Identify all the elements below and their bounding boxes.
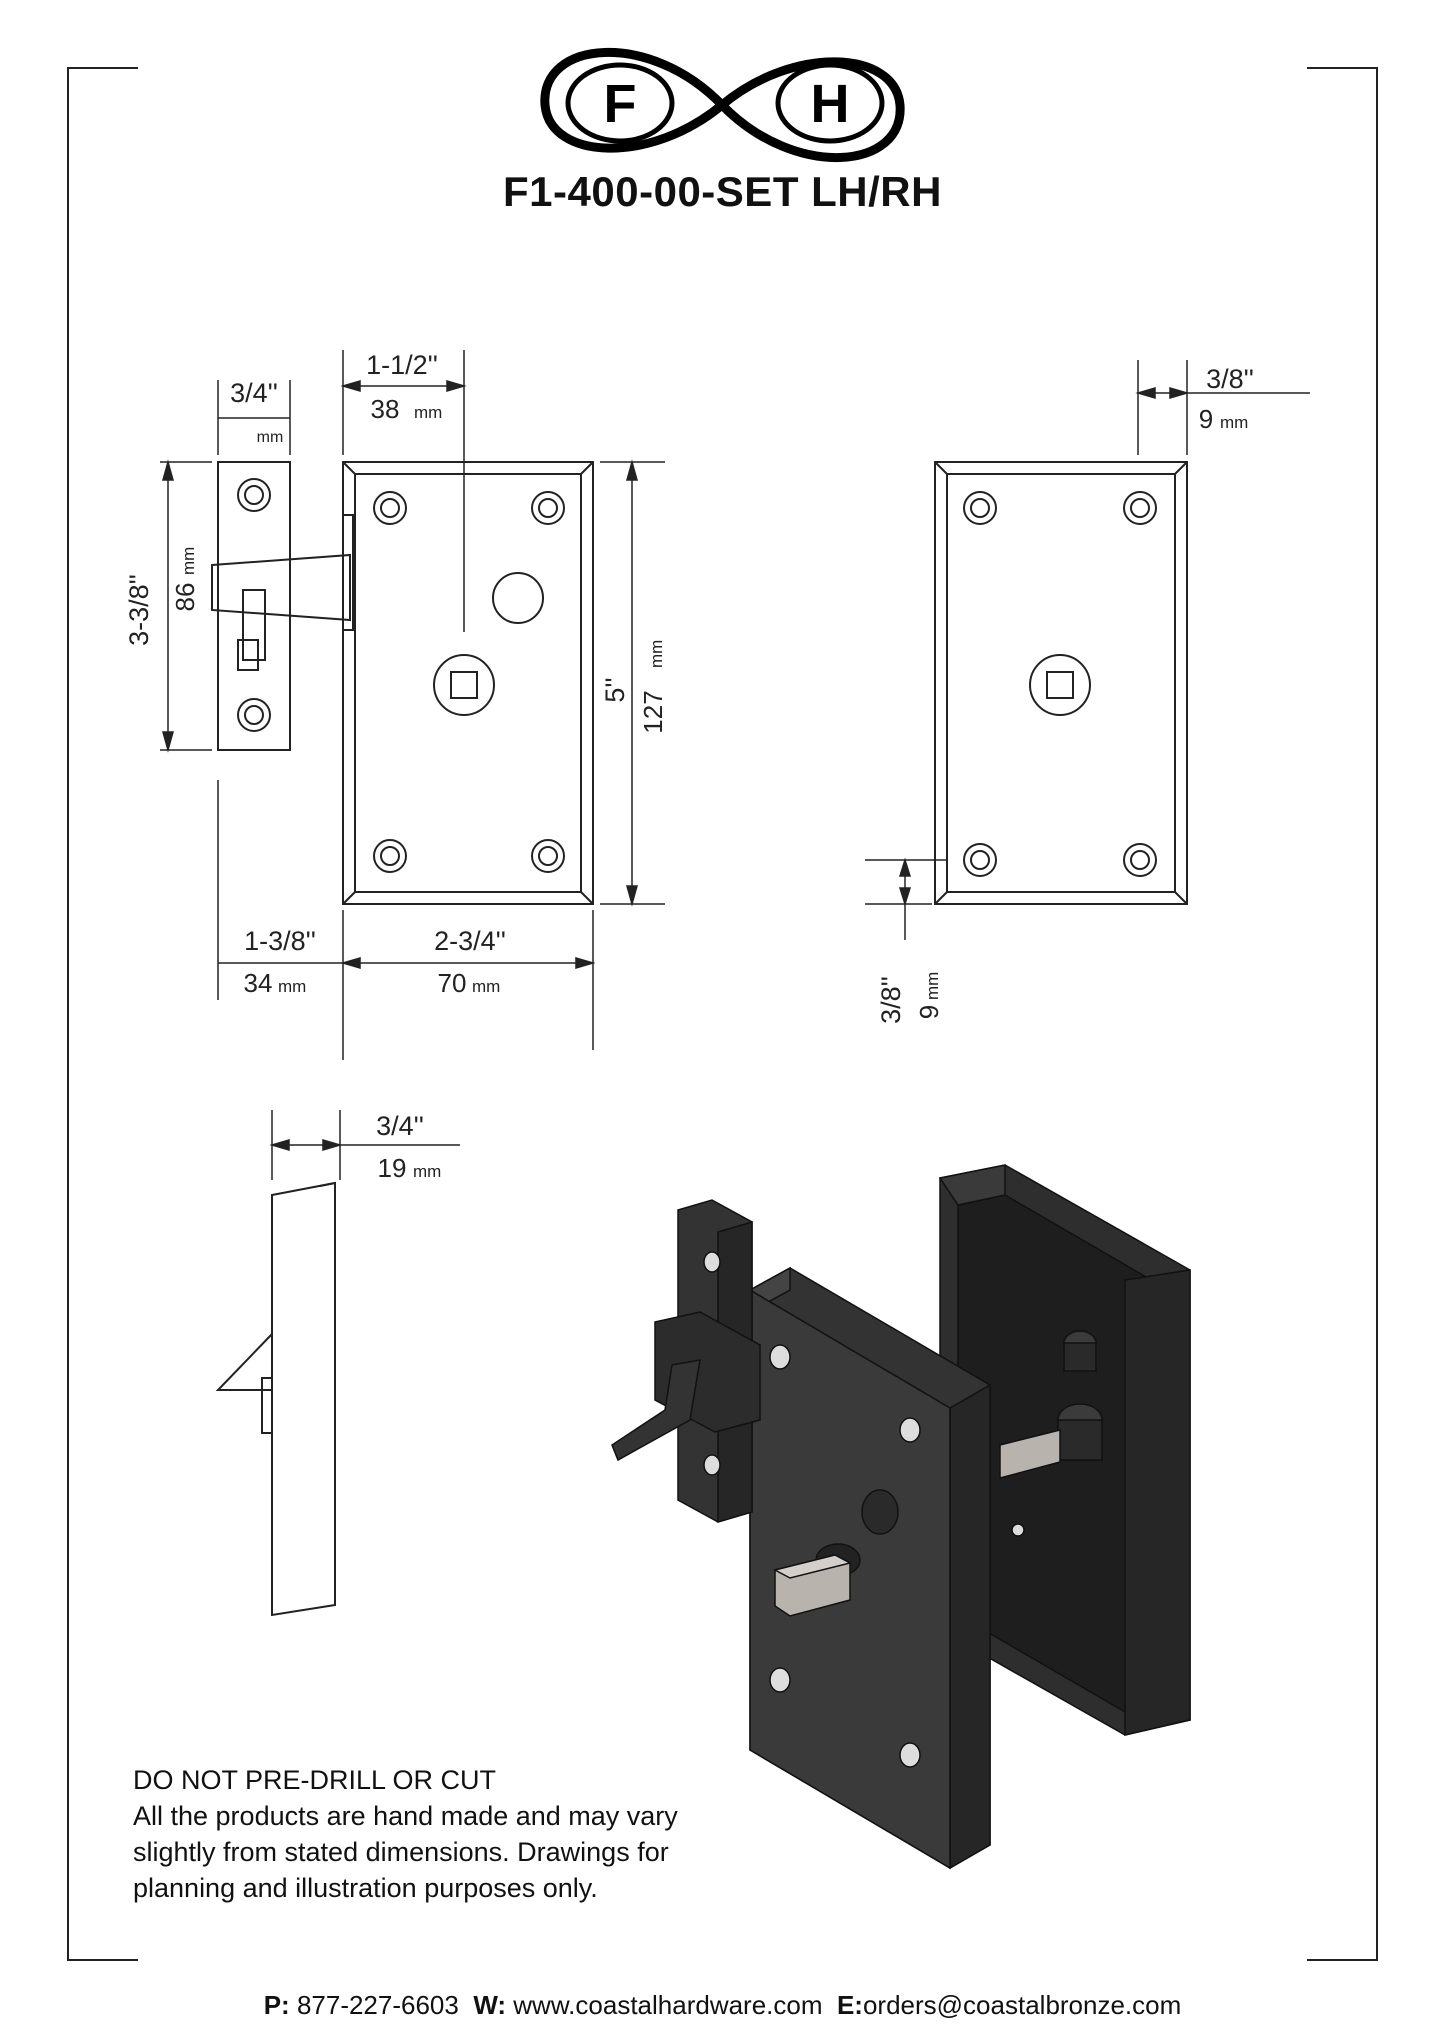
web-label: W: xyxy=(473,1990,507,2020)
dim-strike-width: 3/4'' xyxy=(230,378,278,408)
dim-rear-depth: 3/8'' xyxy=(1206,364,1254,394)
product-3d-render xyxy=(611,1164,1191,1870)
dim-backset-unit: mm xyxy=(278,977,306,996)
dim-side-depth-unit: mm xyxy=(413,1162,441,1181)
dim-case-offset-mm: 38 xyxy=(371,394,400,424)
dim-side-depth: 3/4'' xyxy=(376,1111,424,1141)
dim-rear-hole-mm: 9 xyxy=(914,1005,944,1019)
dim-case-height-mm: 127 xyxy=(638,690,668,733)
email-label: E: xyxy=(836,1990,863,2020)
dim-rear-depth-mm: 9 xyxy=(1199,404,1213,434)
disclaimer-line-1: All the products are hand made and may v… xyxy=(133,1801,678,1831)
dim-rear-hole: 3/8'' xyxy=(876,976,906,1024)
dim-backset: 1-3/8'' xyxy=(244,926,316,956)
dim-case-offset: 1-1/2'' xyxy=(366,350,438,380)
dim-strike-width-mm: mm xyxy=(257,429,284,446)
dim-rear-hole-unit: mm xyxy=(923,972,942,1000)
logo-letter-h: H xyxy=(811,74,850,134)
dim-case-width-unit: mm xyxy=(472,977,500,996)
dim-case-offset-unit: mm xyxy=(414,403,442,422)
disclaimer-heading: DO NOT PRE-DRILL OR CUT xyxy=(133,1765,497,1795)
phone-label: P: xyxy=(263,1990,290,2020)
disclaimer-line-2: slightly from stated dimensions. Drawing… xyxy=(133,1837,669,1867)
logo-letter-f: F xyxy=(604,74,637,134)
dim-strike-height-unit: mm xyxy=(179,547,198,575)
product-title: F1-400-00-SET LH/RH xyxy=(503,168,942,215)
front-view-dimensions xyxy=(160,350,665,1060)
dim-rear-depth-unit: mm xyxy=(1220,413,1248,432)
dimension-labels: 3/4'' mm 1-1/2'' 38 mm 3-3/8'' 86 mm 5''… xyxy=(124,350,1254,1183)
side-view-dimensions xyxy=(269,1110,460,1180)
dim-strike-height-mm: 86 xyxy=(170,583,200,612)
dim-case-height-unit: mm xyxy=(647,640,666,668)
dim-case-width: 2-3/4'' xyxy=(434,926,506,956)
rear-view xyxy=(934,461,1188,905)
page-frame xyxy=(67,67,1378,1961)
contact-footer: P: 877-227-6603 W: www.coastalhardware.c… xyxy=(0,1990,1445,2021)
disclaimer-line-3: planning and illustration purposes only. xyxy=(133,1873,598,1903)
website-link[interactable]: www.coastalhardware.com xyxy=(513,1990,823,2020)
dim-side-depth-mm: 19 xyxy=(378,1153,407,1183)
dim-strike-height: 3-3/8'' xyxy=(124,574,154,646)
rear-view-dimensions xyxy=(865,360,1310,940)
side-view xyxy=(215,1181,336,1617)
phone-number[interactable]: 877-227-6603 xyxy=(296,1990,459,2020)
disclaimer-note: DO NOT PRE-DRILL OR CUT All the products… xyxy=(133,1762,678,1906)
front-view xyxy=(211,461,594,905)
dim-backset-mm: 34 xyxy=(244,968,273,998)
dim-case-width-mm: 70 xyxy=(438,968,467,998)
email-link[interactable]: orders@coastalbronze.com xyxy=(862,1990,1182,2020)
brand-logo: F H xyxy=(540,47,905,163)
dim-case-height: 5'' xyxy=(600,677,630,702)
